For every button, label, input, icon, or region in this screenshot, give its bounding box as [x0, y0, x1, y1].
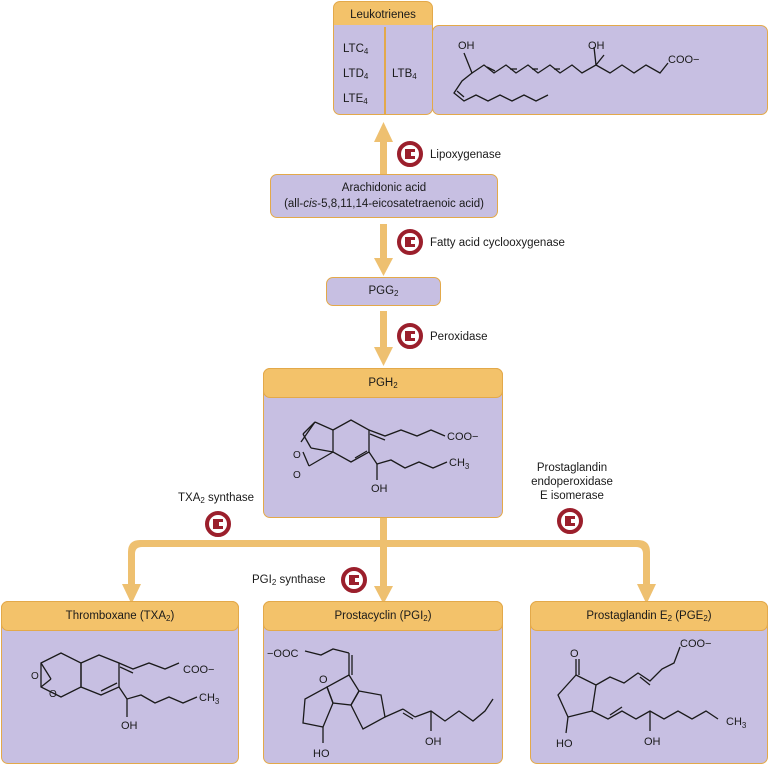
pge2-o: O: [570, 648, 579, 660]
prostacyclin-structure: −OOC O HO OH: [267, 648, 494, 760]
pgh2-o1: O: [293, 450, 301, 461]
arachidonic-acid-title: Arachidonic acid: [341, 182, 427, 194]
pge-isomerase-label-2: endoperoxidase: [531, 476, 613, 488]
prostacyclin-o: O: [319, 674, 328, 686]
thromboxane-ch3: CH3: [199, 692, 220, 706]
peroxidase-enzyme-icon: [397, 323, 423, 349]
thromboxane-structure: COO− CH3 OH O O: [31, 652, 220, 732]
prostacyclin-oh: OH: [425, 736, 442, 748]
arachidonic-acid-iupac: (all-cis-5,8,11,14-eicosatetraenoic acid…: [284, 198, 484, 210]
ltc4-label: LTC4: [343, 43, 369, 56]
prostacyclin-ooc: −OOC: [267, 648, 299, 660]
prostacyclin-header: [263, 601, 503, 631]
cyclooxygenase-enzyme-icon: [397, 229, 423, 255]
pgg2-label: PGG2: [368, 285, 399, 298]
pge-isomerase-label-3: E isomerase: [540, 490, 604, 502]
peroxidase-label: Peroxidase: [430, 331, 488, 343]
pgh2-header: [263, 368, 503, 398]
prostacyclin-ho: HO: [313, 748, 330, 760]
ltb4-label: LTB4: [392, 68, 417, 81]
ltb4-coo: COO−: [668, 54, 699, 66]
pge2-ch3: CH3: [726, 716, 747, 730]
pge2-title: Prostaglandin E2 (PGE2): [586, 610, 712, 623]
pge2-header: [530, 601, 768, 631]
arachidonic-acid-box: [270, 174, 498, 218]
lte4-label: LTE4: [343, 93, 368, 106]
ltb4-structure-box: [432, 25, 768, 115]
pgh2-coo: COO−: [447, 431, 478, 443]
prostacyclin-title: Prostacyclin (PGI2): [334, 610, 432, 623]
leukotrienes-divider: [384, 27, 386, 114]
pge2-coo: COO−: [680, 638, 711, 650]
ltb4-structure: OH OH COO−: [453, 40, 699, 102]
thromboxane-oh: OH: [121, 720, 138, 732]
pge2-oh: OH: [644, 736, 661, 748]
pgh2-o2: O: [293, 470, 301, 481]
leukotrienes-title: Leukotrienes: [350, 9, 416, 21]
ltd4-label: LTD4: [343, 68, 369, 81]
leukotrienes-list-box: [333, 25, 433, 115]
pgh2-ch3: CH3: [449, 457, 470, 471]
thromboxane-coo: COO−: [183, 664, 214, 676]
thromboxane-header: [1, 601, 239, 631]
pgh2-oh: OH: [371, 483, 388, 495]
pge2-structure: COO− O CH3 HO OH: [556, 638, 747, 750]
ltb4-oh2: OH: [588, 40, 605, 52]
lipoxygenase-enzyme-icon: [397, 141, 423, 167]
txa2-synthase-label: TXA2 synthase: [178, 492, 255, 505]
thromboxane-o2: O: [49, 689, 57, 700]
txa2-synthase-enzyme-icon: [205, 511, 231, 537]
thromboxane-title: Thromboxane (TXA2): [65, 610, 175, 623]
pge2-ho: HO: [556, 738, 573, 750]
pgh2-title: PGH2: [368, 377, 398, 390]
pgi2-synthase-enzyme-icon: [341, 567, 367, 593]
pgh2-structure: COO− CH3 OH O O: [293, 419, 478, 495]
lipoxygenase-label: Lipoxygenase: [430, 149, 501, 161]
thromboxane-o1: O: [31, 671, 39, 682]
pgi2-synthase-label: PGI2 synthase: [252, 574, 326, 587]
pge-isomerase-enzyme-icon: [557, 508, 583, 534]
cyclooxygenase-label: Fatty acid cyclooxygenase: [430, 237, 565, 249]
pgg2-box: [326, 277, 441, 306]
ltb4-oh1: OH: [458, 40, 475, 52]
pge-isomerase-label-1: Prostaglandin: [536, 462, 608, 474]
